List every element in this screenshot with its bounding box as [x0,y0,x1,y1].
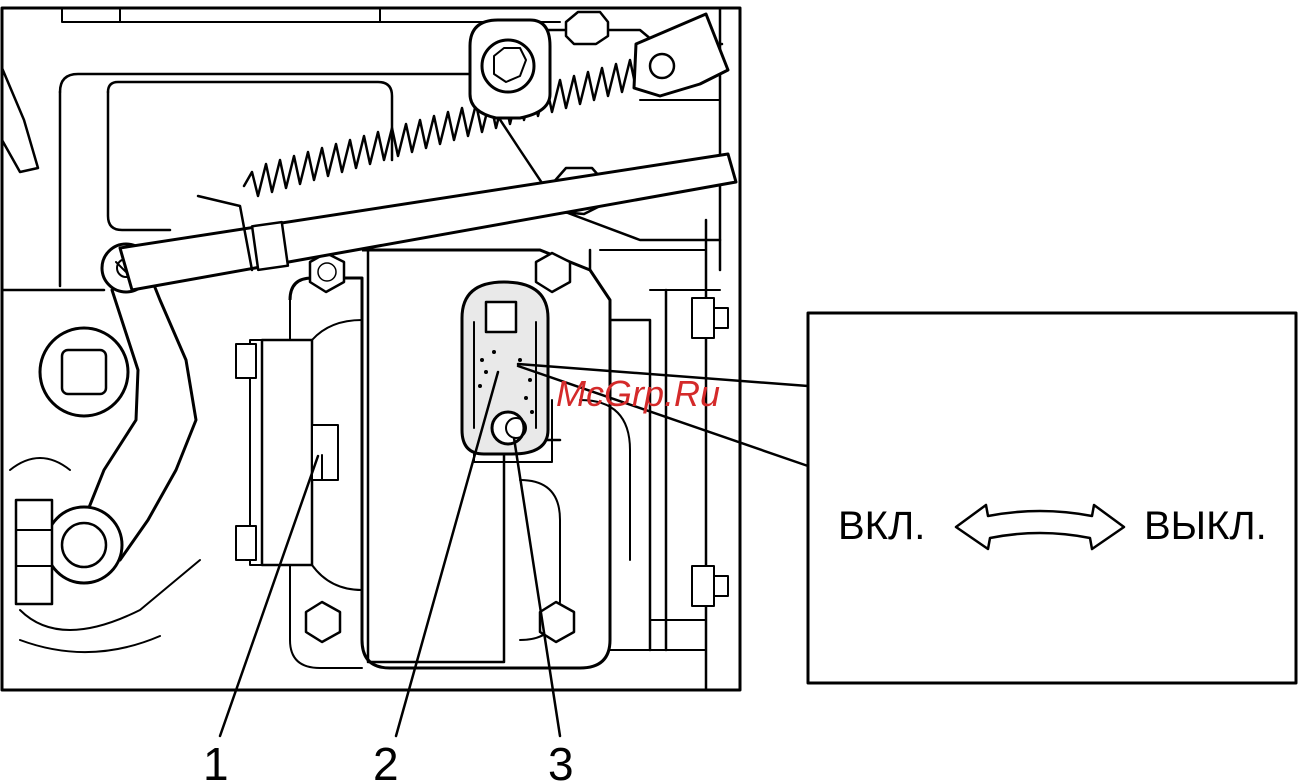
rod-nut [252,222,288,270]
bolt-right-lower [692,566,728,606]
callout-2: 2 [373,738,399,784]
bolt-bottom-left [306,602,340,642]
bolt-cover-top [236,344,256,378]
callout-1: 1 [203,738,229,784]
upper-bracket-boss [470,20,550,118]
lower-pivot [16,500,122,604]
bolt-top-left [310,253,344,292]
callout-3: 3 [548,738,574,784]
watermark: McGrp.Ru [556,373,720,414]
detail-inset: ВКЛ. ВЫКЛ. [808,313,1296,683]
square-shaft-left [40,328,128,416]
bolt-top-right [536,253,570,292]
pump-housing [250,240,630,668]
bolt-top-plate [566,12,608,44]
callout-numbers: 1 2 3 [203,738,574,784]
spring-anchor-bracket [634,14,728,96]
off-label: ВЫКЛ. [1144,504,1267,548]
bolt-right-upper [692,298,728,338]
left-lever [16,244,196,604]
bolt-cover-bottom [236,526,256,560]
double-arrow-icon [956,505,1124,549]
lever-pin [492,412,526,444]
on-label: ВКЛ. [838,504,925,548]
